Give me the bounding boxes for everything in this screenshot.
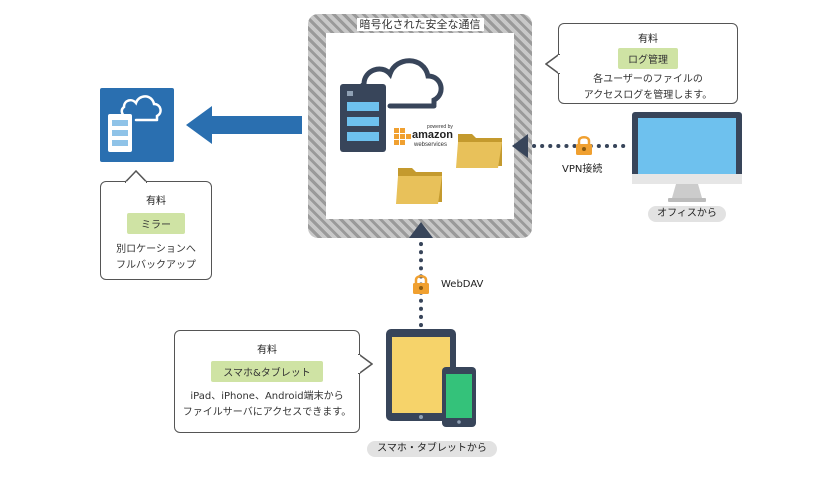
server-frame-title: 暗号化された安全な通信 — [308, 16, 532, 32]
office-label: オフィスから — [648, 206, 726, 222]
mirror-desc-line2: フルバックアップ — [116, 260, 196, 271]
mobile-desc-line2: ファイルサーバにアクセスできます。 — [182, 407, 352, 418]
server-title-text: 暗号化された安全な通信 — [356, 18, 484, 31]
log-tag: ログ管理 — [618, 48, 678, 69]
aws-logo-icon — [394, 128, 411, 145]
mobile-callout-pointer — [358, 354, 373, 374]
mobile-label: スマホ・タブレットから — [367, 441, 497, 457]
webdav-lock-icon — [413, 275, 429, 294]
aws-powered-text: powered by — [427, 124, 453, 130]
webdav-connection-line — [409, 222, 433, 332]
log-callout-pointer — [545, 54, 560, 74]
webdav-label: WebDAV — [441, 279, 484, 290]
folder-icon — [396, 168, 442, 204]
log-desc-line1: 各ユーザーのファイルの — [593, 74, 703, 85]
mirror-tag: ミラー — [127, 213, 185, 234]
folder-icon — [456, 134, 502, 168]
mobile-tag: スマホ&タブレット — [211, 361, 323, 382]
aws-name-text: amazon — [412, 129, 453, 141]
mirror-server-icon — [100, 88, 174, 162]
tablet-smartphone-icon — [386, 329, 476, 427]
mirror-callout-pointer — [125, 170, 147, 183]
tablet-icon — [386, 329, 456, 421]
mobile-desc-line1: iPad、iPhone、Android端末から — [190, 391, 344, 402]
server-illustration: powered by amazon webservices — [340, 58, 502, 204]
smartphone-icon — [442, 367, 476, 427]
vpn-lock-icon — [576, 136, 592, 155]
log-paid-label: 有料 — [638, 34, 658, 45]
mirror-paid-label: 有料 — [146, 196, 166, 207]
office-monitor-icon — [632, 112, 742, 202]
mobile-callout: 有料 スマホ&タブレット iPad、iPhone、Android端末から ファイ… — [174, 330, 360, 433]
vpn-label: VPN接続 — [562, 164, 603, 175]
mirror-callout: 有料 ミラー 別ロケーションへ フルバックアップ — [100, 181, 212, 280]
backup-arrow-icon — [186, 106, 302, 144]
log-callout: 有料 ログ管理 各ユーザーのファイルの アクセスログを管理します。 — [558, 23, 738, 104]
log-desc-line2: アクセスログを管理します。 — [583, 90, 713, 101]
mirror-desc-line1: 別ロケーションへ — [116, 244, 196, 255]
vpn-connection-line — [512, 134, 630, 158]
aws-sub-text: webservices — [413, 142, 447, 148]
server-rack-icon — [340, 84, 386, 152]
mobile-paid-label: 有料 — [257, 345, 277, 356]
